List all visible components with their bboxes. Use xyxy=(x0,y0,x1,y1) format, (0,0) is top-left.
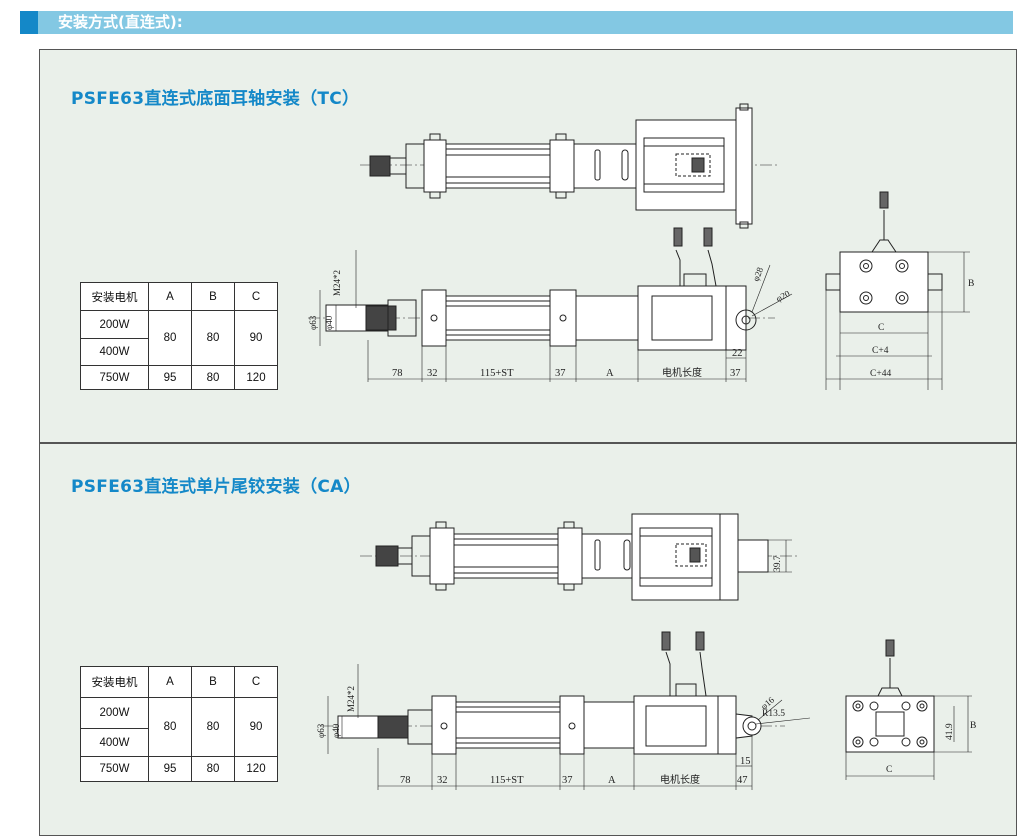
dim-rod: φ40 xyxy=(324,315,334,330)
dim-47: 47 xyxy=(737,775,748,786)
dim-41-9: 41.9 xyxy=(945,723,955,740)
dim-b: B xyxy=(970,721,976,731)
section-header-bar: 安装方式(直连式): xyxy=(20,11,1013,34)
ca-side-view xyxy=(845,639,972,780)
tc-dimension-lines xyxy=(319,250,793,382)
table-cell-a: 95 xyxy=(148,756,192,782)
dim-bore: φ63 xyxy=(316,723,326,738)
dim-22: 22 xyxy=(732,348,743,359)
panel-tc-mount: PSFE63直连式底面耳轴安装（TC） 安装电机 A B C 200W 80 8… xyxy=(39,49,1017,443)
table-cell-motor: 200W xyxy=(80,697,149,729)
dim-r13-5: R13.5 xyxy=(762,709,785,719)
dim-37b: 37 xyxy=(730,368,741,379)
dim-78: 78 xyxy=(392,368,403,379)
dim-39-7: 39.7 xyxy=(773,555,783,572)
dim-37: 37 xyxy=(562,775,573,786)
ca-technical-drawing: 78 32 115+ST 37 A 电机长度 47 15 R13.5 C B 3… xyxy=(316,513,976,790)
dim-motor-length: 电机长度 xyxy=(662,366,702,379)
panel-title-tc: PSFE63直连式底面耳轴安装（TC） xyxy=(71,89,360,109)
dim-phi-20: φ20 xyxy=(774,288,792,304)
dim-thread: M24*2 xyxy=(346,686,356,712)
table-cell-b: 80 xyxy=(191,310,235,366)
dim-15: 15 xyxy=(740,756,751,767)
dim-bore: φ63 xyxy=(308,315,318,330)
header-accent-block xyxy=(20,11,38,34)
dim-37: 37 xyxy=(555,368,566,379)
table-cell-motor: 750W xyxy=(80,365,149,390)
dim-motor-length: 电机长度 xyxy=(660,773,700,786)
dim-phi-28: φ28 xyxy=(751,265,766,282)
dim-c-plus-44: C+44 xyxy=(870,369,891,379)
table-header-motor: 安装电机 xyxy=(80,666,149,698)
ca-top-view xyxy=(360,513,800,601)
tc-top-view xyxy=(360,103,780,229)
dim-115-st: 115+ST xyxy=(490,775,524,786)
dim-115-st: 115+ST xyxy=(480,368,514,379)
table-cell-c: 120 xyxy=(234,756,278,782)
table-cell-motor: 750W xyxy=(80,756,149,782)
dim-c: C xyxy=(878,323,884,333)
table-cell-motor: 200W xyxy=(80,310,149,339)
section-header-title: 安装方式(直连式): xyxy=(58,13,183,31)
motor-spec-table-tc: 安装电机 A B C 200W 80 80 90 400W 750W 95 80… xyxy=(80,282,278,390)
table-cell-b: 80 xyxy=(191,365,235,390)
table-header-c: C xyxy=(234,282,278,311)
dim-b: B xyxy=(968,279,974,289)
dim-a: A xyxy=(608,775,616,786)
dim-c-plus-4: C+4 xyxy=(872,346,889,356)
dim-rod: φ40 xyxy=(331,723,341,738)
ca-front-view xyxy=(320,631,785,755)
tc-technical-drawing: 78 32 115+ST 37 A 电机长度 37 22 C C+4 C+44 … xyxy=(308,103,974,390)
panel-title-ca: PSFE63直连式单片尾铰安装（CA） xyxy=(71,477,361,497)
dim-c: C xyxy=(886,765,892,775)
table-header-c: C xyxy=(234,666,278,698)
panel-ca-mount: PSFE63直连式单片尾铰安装（CA） 安装电机 A B C 200W 80 8… xyxy=(39,443,1017,836)
motor-spec-table-ca: 安装电机 A B C 200W 80 80 90 400W 750W 95 80… xyxy=(80,666,278,782)
dim-thread: M24*2 xyxy=(332,270,342,296)
table-cell-c: 90 xyxy=(234,697,278,757)
dim-78: 78 xyxy=(400,775,411,786)
table-cell-c: 90 xyxy=(234,310,278,366)
dim-32: 32 xyxy=(427,368,438,379)
dim-32: 32 xyxy=(437,775,448,786)
dim-a: A xyxy=(606,368,614,379)
ca-dimension-lines xyxy=(327,664,811,790)
table-cell-b: 80 xyxy=(191,756,235,782)
table-cell-a: 80 xyxy=(148,310,192,366)
tc-front-view xyxy=(308,227,775,351)
tc-side-view xyxy=(825,191,970,390)
table-cell-c: 120 xyxy=(234,365,278,390)
